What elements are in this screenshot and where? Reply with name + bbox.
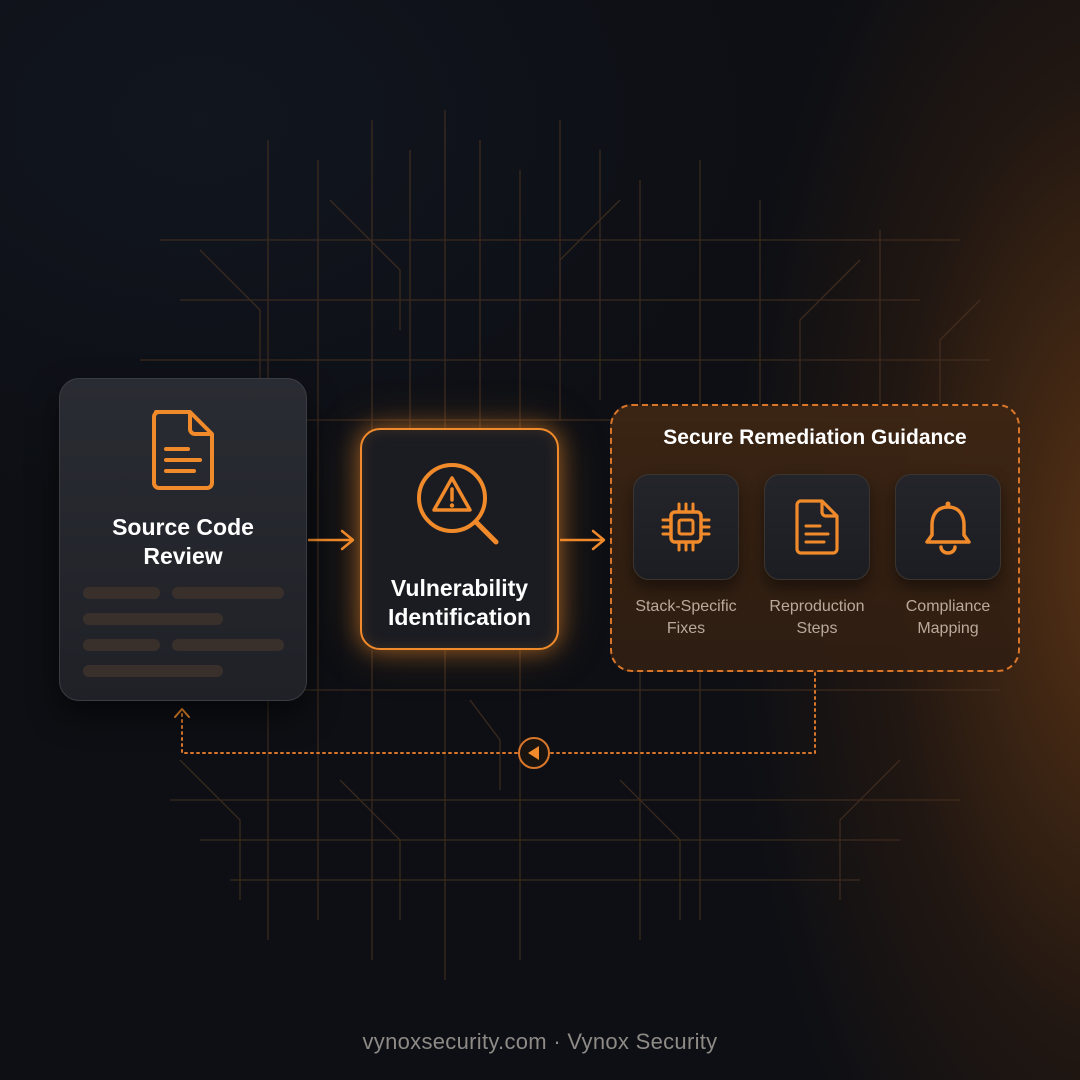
title-line: Review [143,543,223,569]
label-line: Stack-Specific [635,598,737,615]
label-line: Fixes [666,620,706,637]
stack-specific-fixes-tile [633,474,739,580]
reproduction-steps-tile [764,474,870,580]
arrow-vulnerability-to-remediation [560,529,606,551]
placeholder-line [172,639,284,651]
label-line: Reproduction [769,598,865,615]
remediation-title: Secure Remediation Guidance [663,426,967,449]
label-line: Compliance [905,598,991,615]
source-code-review-card: Source Code Review [59,378,307,701]
placeholder-line [83,639,160,651]
stack-specific-fixes-label: Stack-Specific Fixes [616,596,756,640]
chip-icon [661,502,711,552]
bell-icon [925,501,971,555]
placeholder-line [83,665,223,677]
compliance-mapping-label: Compliance Mapping [878,596,1018,640]
placeholder-line [83,613,223,625]
footer-credit: vynoxsecurity.com · Vynox Security [362,1029,718,1054]
source-code-review-title: Source Code Review [112,513,254,571]
secure-remediation-guidance-card: Secure Remediation Guidance Stack-Specif… [610,404,1020,672]
label-line: Steps [796,620,838,637]
reproduction-steps-label: Reproduction Steps [747,596,887,640]
vulnerability-identification-title: Vulnerability Identification [388,574,531,632]
title-line: Identification [387,604,532,630]
title-line: Source Code [112,514,254,540]
compliance-mapping-tile [895,474,1001,580]
placeholder-line [172,587,284,599]
label-line: Mapping [917,620,979,637]
title-line: Vulnerability [390,575,529,601]
feedback-loop-connector [174,672,816,754]
document-icon [795,499,839,555]
document-icon [152,410,214,490]
left-arrow-circle-icon [518,737,550,769]
magnifier-warning-icon [416,463,498,545]
vulnerability-identification-card: Vulnerability Identification [360,428,559,650]
arrow-source-to-vulnerability [308,529,355,551]
placeholder-line [83,587,160,599]
